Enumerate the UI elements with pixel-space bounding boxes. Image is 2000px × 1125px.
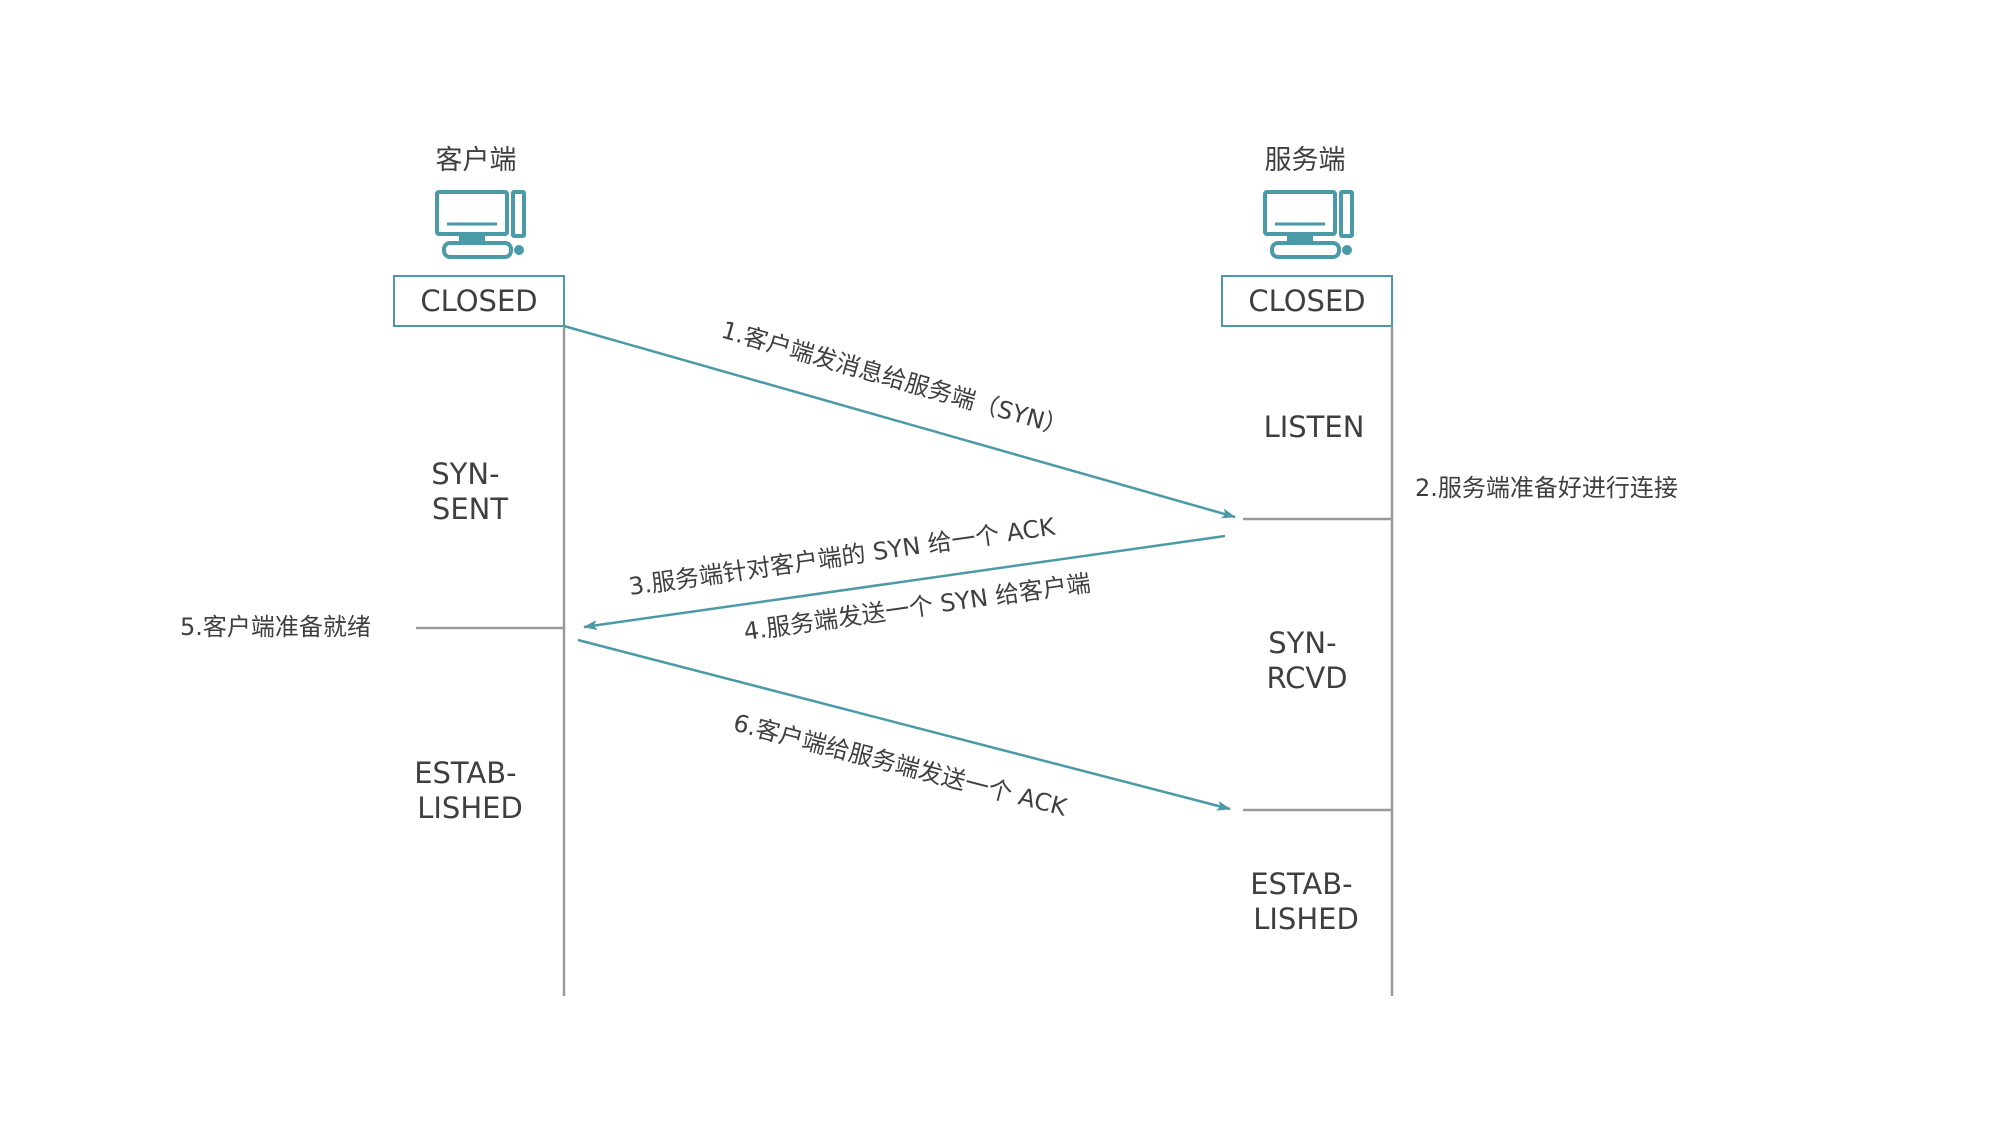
server-state-syn-rcvd: SYN- RCVD xyxy=(1266,626,1347,695)
server-title: 服务端 xyxy=(1265,145,1346,176)
client-title: 客户端 xyxy=(436,145,517,176)
client-ready-note: 5.客户端准备就绪 xyxy=(180,613,371,641)
client-state-established: ESTAB- LISHED xyxy=(414,756,526,825)
client-state-syn-sent: SYN- SENT xyxy=(431,457,509,526)
computer-icon xyxy=(1263,190,1354,259)
server-state-listen: LISTEN xyxy=(1264,410,1365,444)
server-state-established: ESTAB- LISHED xyxy=(1250,867,1362,936)
server-closed-state: CLOSED xyxy=(1248,284,1365,318)
message-6-label: 6.客户端给服务端发送一个 ACK xyxy=(730,709,1070,822)
arrow-syn-ack xyxy=(583,534,1226,631)
message-1-label: 1.客户端发消息给服务端（SYN） xyxy=(718,316,1071,442)
computer-icon xyxy=(435,190,526,259)
client-closed-box xyxy=(393,275,565,327)
server-closed-box xyxy=(1221,275,1393,327)
server-ready-note: 2.服务端准备好进行连接 xyxy=(1415,474,1678,502)
client-closed-state: CLOSED xyxy=(420,284,537,318)
arrow-ack xyxy=(577,638,1231,811)
arrow-syn xyxy=(563,324,1236,519)
